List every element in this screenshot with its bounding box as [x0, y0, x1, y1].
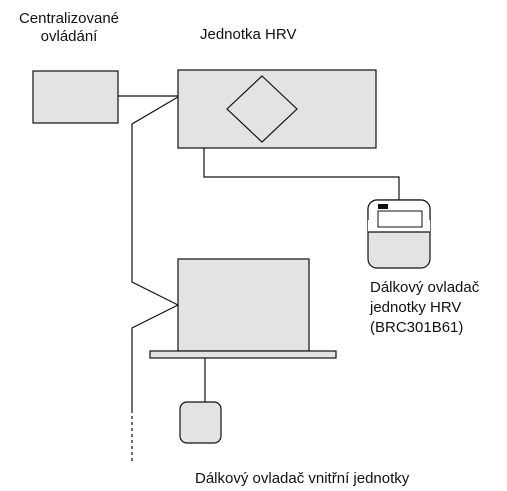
wire-hrv-to-indoor: [131, 96, 179, 306]
hrv-unit-label: Jednotka HRV: [200, 26, 297, 43]
wire-hrv-to-remote: [203, 148, 400, 200]
central-control-label-line-1: Centralizované: [18, 10, 120, 27]
wire-indoor-continuation: [131, 304, 179, 410]
indoor-unit-box: [177, 258, 310, 352]
heat-exchanger-icon: [226, 75, 298, 143]
hrv-unit-box: [177, 69, 377, 149]
hrv-remote-label-line-2: jednotky HRV: [370, 299, 462, 316]
wiring-lines: [118, 95, 400, 462]
hrv-remote-label-line-1: Dálkový ovladač: [370, 279, 480, 296]
central-control-box: [32, 70, 119, 124]
hrv-remote-controller: [367, 199, 431, 269]
hrv-remote-label: Dálkový ovladač jednotky HRV (BRC301B61): [370, 278, 479, 338]
indoor-unit-panel: [149, 350, 337, 359]
indoor-remote-label: Dálkový ovladač vnitřní jednotky: [195, 470, 410, 487]
remote-indicator: [378, 204, 388, 209]
indoor-remote-controller: [179, 401, 222, 444]
remote-screen: [377, 210, 423, 228]
central-control-label-line-2: ovládání: [40, 28, 98, 45]
hrv-remote-label-line-3: (BRC301B61): [370, 319, 464, 336]
central-control-label: Centralizované ovládání: [10, 10, 128, 46]
